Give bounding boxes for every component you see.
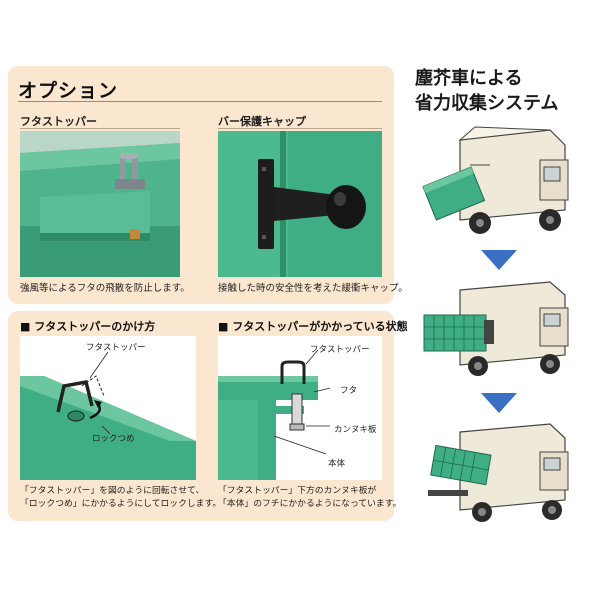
how-to-caption-right-1: 「フタストッパー」下方のカンヌキ板が — [218, 486, 377, 496]
cap-caption: 接触した時の安全性を考えた緩衝キャップ。 — [218, 283, 408, 294]
cap-title: バー保護キャップ — [218, 115, 306, 128]
truck-illustration-step1 — [420, 125, 580, 240]
system-title-line1: 塵芥車による — [415, 68, 523, 89]
label-stopper-right: フタストッパー — [310, 345, 370, 355]
how-to-diagram-right — [218, 336, 382, 480]
how-to-caption-left-1: 「フタストッパー」を図のように回転させて、 — [20, 486, 205, 496]
cap-photo — [218, 131, 382, 277]
stopper-caption: 強風等によるフタの飛散を防止します。 — [20, 283, 190, 294]
label-lid-right: フタ — [340, 386, 358, 396]
how-to-caption-left-2: 「ロックつめ」にかかるようにしてロックします。 — [20, 499, 222, 509]
label-stopper-left: フタストッパー — [86, 343, 146, 353]
how-to-title-left: ■ フタストッパーのかけ方 — [20, 320, 156, 333]
system-title: 塵芥車による 省力収集システム — [415, 66, 558, 116]
stopper-title-rule — [20, 128, 180, 129]
label-lock-left: ロックつめ — [92, 434, 135, 444]
options-divider — [18, 101, 382, 102]
label-body-right: 本体 — [328, 459, 346, 469]
system-title-line2: 省力収集システム — [415, 93, 559, 114]
stopper-photo — [20, 131, 180, 277]
step-arrow-1 — [481, 250, 517, 270]
truck-illustration-step2 — [420, 280, 580, 380]
how-to-diagram-left — [20, 336, 196, 480]
how-to-title-right: ■ フタストッパーがかかっている状態 — [218, 320, 408, 333]
how-to-caption-right-2: 「本体」のフチにかかるようになっています。 — [218, 499, 402, 509]
options-title: オプション — [18, 80, 119, 102]
stopper-title: フタストッパー — [20, 115, 97, 128]
truck-illustration-step3 — [420, 420, 580, 530]
step-arrow-2 — [481, 393, 517, 413]
cap-title-rule — [218, 128, 382, 129]
label-plate-right: カンヌキ板 — [334, 425, 377, 435]
